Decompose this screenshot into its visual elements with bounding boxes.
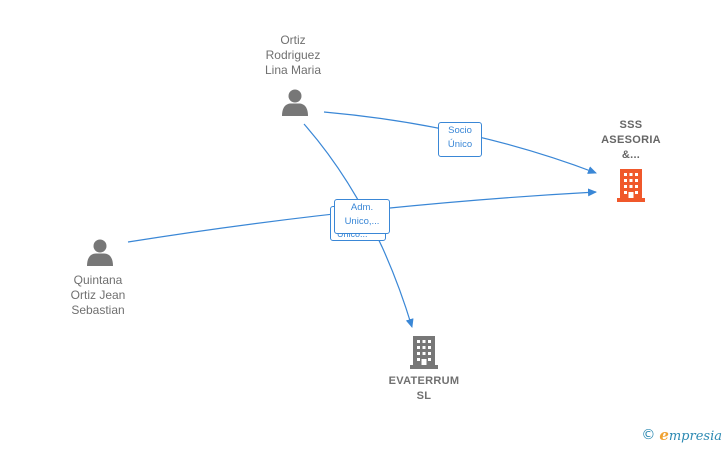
name-line: Ortiz Jean <box>70 288 126 302</box>
name-line: Rodriguez <box>265 48 321 62</box>
company-name-evaterrum[interactable]: EVATERRUM SL <box>374 374 474 404</box>
person-name-quintana[interactable]: Quintana Ortiz Jean Sebastian <box>48 273 148 318</box>
edge-label-adm-unico[interactable]: Adm. Unico,... <box>334 199 390 234</box>
name-line: Quintana <box>73 273 123 287</box>
building-icon[interactable] <box>617 169 645 202</box>
empresia-watermark: © empresia <box>641 426 722 444</box>
person-icon[interactable] <box>282 89 308 117</box>
empresia-logo: empresia <box>659 426 722 444</box>
edge-label-line: Único <box>447 139 473 150</box>
logo-wordmark: mpresia <box>668 429 722 444</box>
copyright-symbol: © <box>641 427 656 443</box>
name-line: ASESORIA <box>601 134 661 146</box>
name-line: EVATERRUM <box>388 375 460 387</box>
edge-label-underlay-text: Unico... <box>337 229 368 239</box>
edge-label-socio-unico[interactable]: Socio Único <box>438 122 482 157</box>
name-line: SL <box>416 390 432 402</box>
person-name-ortiz-rodriguez[interactable]: Ortiz Rodriguez Lina Maria <box>243 33 343 78</box>
edge-label-line: Unico,... <box>344 216 380 227</box>
name-line: SSS <box>619 119 643 131</box>
name-line: &... <box>621 149 641 161</box>
company-name-sss-asesoria[interactable]: SSS ASESORIA &... <box>581 118 681 163</box>
edge-label-line: Socio <box>448 125 472 136</box>
building-icon[interactable] <box>410 336 438 369</box>
name-line: Lina Maria <box>264 63 322 77</box>
name-line: Sebastian <box>71 303 125 317</box>
name-line: Ortiz <box>280 33 306 47</box>
person-icon[interactable] <box>87 239 113 267</box>
edge-label-line: Adm. <box>350 202 374 213</box>
logo-initial: e <box>659 426 669 444</box>
